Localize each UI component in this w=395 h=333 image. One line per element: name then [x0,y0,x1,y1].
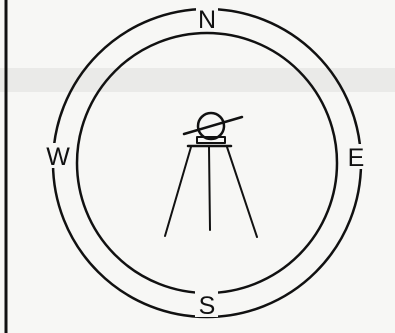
instrument-sight-line [184,117,242,134]
surveying-instrument-on-tripod-icon [165,113,257,237]
north-label: N [198,6,216,34]
tripod-center-leg [209,147,210,230]
tripod-left-leg [165,147,191,236]
south-label: S [199,292,216,320]
tripod-right-leg [227,147,257,237]
compass-outer-ring [53,9,361,317]
west-label: W [46,143,70,171]
east-label: E [348,144,365,172]
